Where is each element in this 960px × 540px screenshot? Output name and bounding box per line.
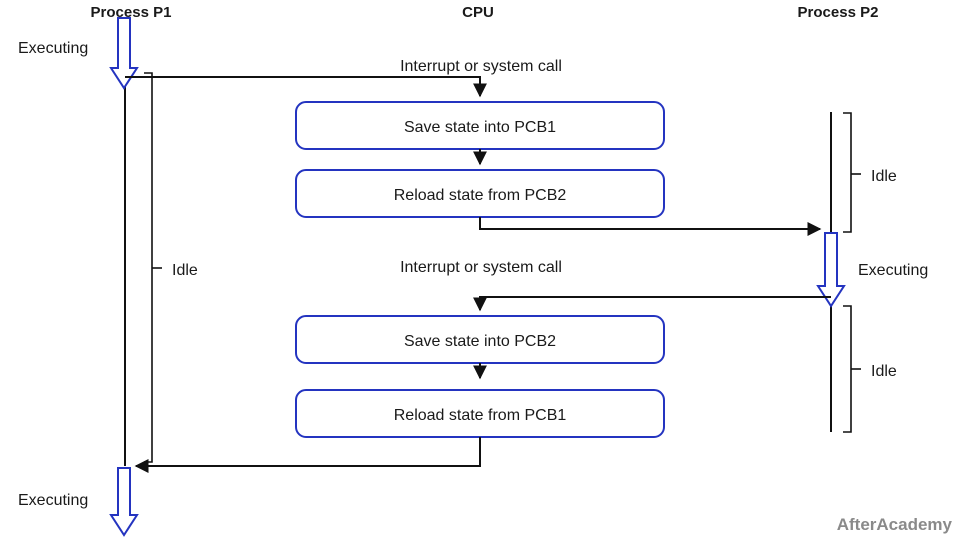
column-header-cpu: CPU: [462, 4, 494, 21]
interrupt-label-2: Interrupt or system call: [400, 259, 562, 276]
p1-executing-label-top: Executing: [18, 40, 88, 57]
watermark-afteracademy: AfterAcademy: [837, 515, 953, 534]
cpu-step-label-save-pcb2: Save state into PCB2: [404, 333, 556, 350]
p2-idle-bracket-bottom: [843, 305, 852, 433]
cpu-step-label-reload-pcb1: Reload state from PCB1: [394, 407, 567, 424]
flow-cpu-to-p2: [479, 217, 822, 236]
p1-executing-label-bottom: Executing: [18, 492, 88, 509]
cpu-step-label-reload-pcb2: Reload state from PCB2: [394, 187, 567, 204]
interrupt-label-1: Interrupt or system call: [400, 58, 562, 75]
flow-cpu-to-p1: [134, 437, 481, 473]
p2-idle-label-bottom: Idle: [871, 363, 897, 380]
p1-idle-label: Idle: [172, 262, 198, 279]
p2-idle-bracket-top: [843, 112, 852, 233]
column-header-p1: Process P1: [91, 4, 172, 21]
p1-executing-arrow-bottom: [109, 467, 139, 537]
p2-idle-label-top: Idle: [871, 168, 897, 185]
cpu-step-label-save-pcb1: Save state into PCB1: [404, 119, 556, 136]
p2-executing-label: Executing: [858, 262, 928, 279]
flow-p1-to-cpu-1: [125, 76, 487, 98]
column-header-p2: Process P2: [798, 4, 879, 21]
flow-p2-to-cpu: [473, 296, 831, 312]
p2-executing-arrow: [816, 232, 846, 308]
p1-idle-bracket: [144, 72, 153, 463]
